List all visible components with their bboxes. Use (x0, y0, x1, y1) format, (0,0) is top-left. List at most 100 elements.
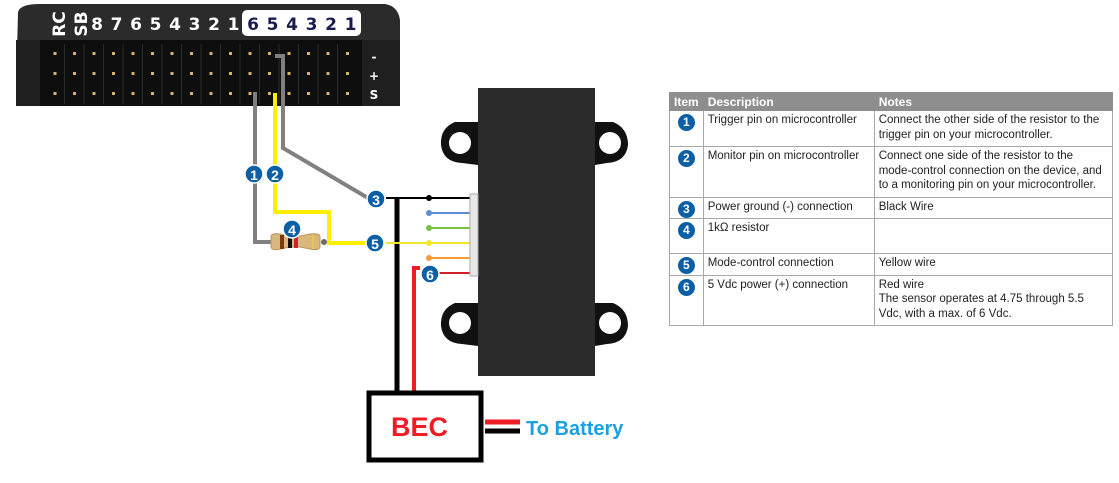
note-text: Connect the other side of the resistor t… (878, 114, 1100, 141)
header-pin (112, 52, 115, 55)
callout-badge-6: 6 (420, 264, 440, 284)
item-cell: 1 (669, 110, 704, 147)
header-pin (229, 52, 232, 55)
notes-cell: Connect one side of the resistor to the … (873, 146, 1114, 198)
mount-hole-bottom-left (449, 312, 471, 334)
notes-cell: Connect the other side of the resistor t… (873, 110, 1114, 147)
header-pin (151, 92, 154, 95)
black-lead-dot (426, 195, 432, 201)
header-pin (346, 72, 349, 75)
rc-channel-label: 7 (111, 15, 123, 35)
badge-number: 3 (372, 192, 380, 208)
header-pin (209, 72, 213, 75)
header-pin (92, 92, 96, 95)
rc-channel-label: 1 (228, 15, 240, 35)
ground-signal-wire (275, 54, 370, 200)
header-pin (346, 52, 349, 55)
badge-circle (366, 189, 386, 209)
sensor-housing (478, 88, 595, 376)
note-text: Black Wire (878, 200, 934, 213)
badge-circle (282, 219, 302, 239)
rail-label: + (369, 69, 379, 83)
badge-number: 4 (288, 222, 296, 238)
header-pin (248, 52, 252, 55)
badge-circle (265, 164, 285, 184)
rc-channel-label: 6 (130, 15, 142, 35)
mount-hole-top-right (599, 132, 621, 154)
header-pin (287, 52, 291, 55)
note-text: The sensor operates at 4.75 through 5.5 … (878, 293, 1084, 320)
header-item: Item (669, 92, 704, 111)
header-pin (307, 92, 310, 95)
note-text: Connect one side of the resistor to the … (878, 150, 1102, 191)
rc-channel-label: 3 (189, 15, 201, 35)
header-pin (53, 92, 57, 95)
header-pin (190, 72, 193, 75)
description-cell: Monitor pin on microcontroller (702, 146, 875, 198)
header-pin (151, 52, 154, 55)
header-pin (190, 52, 193, 55)
output-channel-label: 2 (325, 15, 337, 35)
header-pin (73, 52, 76, 55)
header-pin (170, 72, 174, 75)
item-badge: 1 (677, 114, 695, 131)
power-bus-wire (412, 266, 420, 392)
item-badge: 5 (677, 257, 695, 274)
resistor-band-brown (280, 235, 284, 249)
to-battery-label: To Battery (526, 418, 624, 440)
header-pin (268, 72, 271, 75)
header-pin (73, 92, 76, 95)
callout-badge-1: 1 (244, 164, 264, 184)
mount-hole-bottom-right (599, 312, 621, 334)
description-cell: 5 Vdc power (+) connection (702, 274, 875, 326)
mount-hole-top-left (449, 132, 471, 154)
item-cell: 4 (669, 218, 704, 254)
resistor-band-black (288, 236, 292, 248)
item-badge: 3 (677, 200, 695, 218)
resistor (270, 233, 327, 251)
bec-label: BEC (391, 412, 448, 442)
green-lead-dot (426, 225, 432, 231)
header-pin (326, 92, 330, 95)
item-badge: 2 (677, 150, 695, 167)
lidar-sensor (440, 88, 628, 376)
header-pin (209, 92, 213, 95)
table-header-row: Item Description Notes (669, 92, 1114, 111)
description-cell: Power ground (-) connection (702, 196, 875, 219)
output-channel-label: 3 (306, 15, 318, 35)
rail-label: - (372, 50, 377, 64)
notes-cell: Black Wire (873, 196, 1114, 219)
rail-label: S (370, 88, 379, 102)
note-text: Yellow wire (878, 257, 936, 269)
trigger-wire (253, 92, 275, 244)
badge-number: 1 (250, 167, 258, 183)
description-cell: Mode-control connection (702, 253, 875, 276)
header-pin (112, 72, 115, 75)
sensor-connector (469, 193, 479, 277)
rc-channel-label: 5 (150, 15, 162, 35)
header-pin (170, 92, 174, 95)
highlight-label-strip (242, 10, 361, 36)
item-cell: 3 (669, 196, 704, 219)
orange-lead-dot (426, 255, 432, 261)
callout-badge-3: 3 (366, 189, 386, 209)
bec-box (366, 390, 484, 463)
header-pin (326, 72, 330, 75)
header-pin (170, 52, 174, 55)
output-channel-label: 5 (267, 15, 279, 35)
rc-channel-label: 4 (169, 15, 181, 35)
badge-circle (420, 264, 440, 284)
bec-module: BEC To Battery (366, 390, 624, 463)
header-pin (307, 72, 310, 75)
